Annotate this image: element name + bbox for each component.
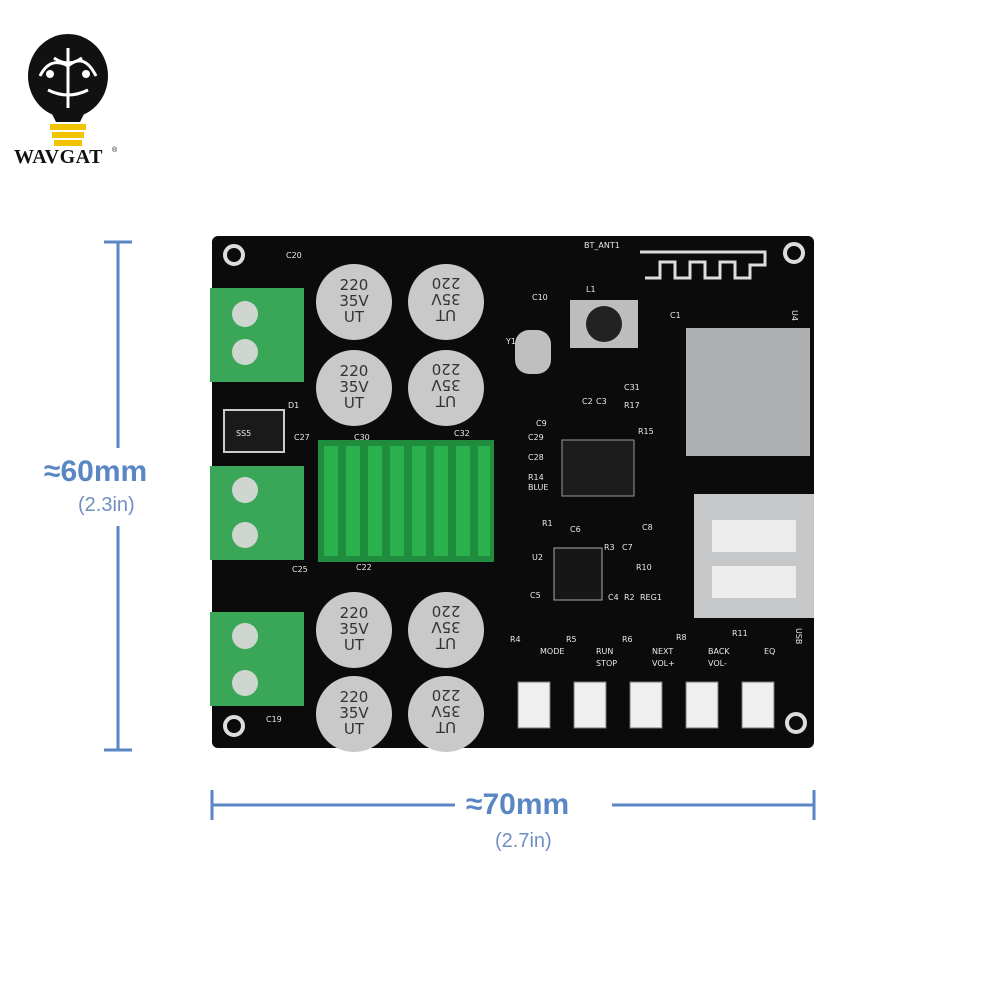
width-dimension-line [210, 790, 816, 820]
antenna-label: BT_ANT1 [584, 241, 620, 250]
button-sub-volup: VOL+ [652, 659, 675, 668]
svg-text:C19: C19 [266, 715, 282, 724]
svg-text:35V: 35V [339, 704, 369, 722]
svg-text:220: 220 [340, 362, 369, 380]
svg-text:R15: R15 [638, 427, 654, 436]
svg-text:R5: R5 [566, 635, 577, 644]
svg-text:R11: R11 [732, 629, 748, 638]
svg-text:C7: C7 [622, 543, 633, 552]
svg-text:C10: C10 [532, 293, 548, 302]
svg-text:35V: 35V [431, 376, 461, 394]
ic-chip [561, 439, 635, 497]
svg-text:UT: UT [435, 718, 456, 736]
terminal-blocks [210, 288, 304, 706]
svg-text:U2: U2 [532, 553, 543, 562]
svg-text:C5: C5 [530, 591, 541, 600]
button-sub-voldown: VOL- [708, 659, 727, 668]
svg-text:R8: R8 [676, 633, 687, 642]
capacitors [316, 264, 484, 752]
svg-text:C9: C9 [536, 419, 547, 428]
voltage-regulator [553, 547, 603, 601]
height-imperial-label: (2.3in) [78, 494, 135, 516]
svg-text:C25: C25 [292, 565, 308, 574]
svg-text:UT: UT [344, 308, 365, 326]
svg-text:35V: 35V [431, 290, 461, 308]
height-dimension-line [104, 240, 132, 752]
svg-text:USB: USB [794, 628, 803, 644]
svg-text:C6: C6 [570, 525, 581, 534]
heatsink [318, 440, 494, 562]
svg-text:220: 220 [340, 276, 369, 294]
svg-text:220: 220 [432, 360, 461, 378]
svg-text:BLUE: BLUE [528, 483, 548, 492]
width-imperial-label: (2.7in) [495, 830, 552, 852]
bluetooth-antenna-trace [640, 250, 767, 280]
svg-text:C4: C4 [608, 593, 619, 602]
svg-text:Y1: Y1 [505, 337, 516, 346]
svg-text:220: 220 [340, 688, 369, 706]
svg-text:UT: UT [435, 306, 456, 324]
svg-text:C31: C31 [624, 383, 640, 392]
svg-text:L1: L1 [586, 285, 596, 294]
svg-text:R10: R10 [636, 563, 652, 572]
svg-text:C27: C27 [294, 433, 310, 442]
svg-text:C1: C1 [670, 311, 681, 320]
mounting-holes [223, 242, 807, 737]
tact-buttons [517, 681, 775, 729]
svg-text:R6: R6 [622, 635, 633, 644]
svg-text:C20: C20 [286, 251, 302, 260]
svg-text:C28: C28 [528, 453, 544, 462]
usb-port [694, 494, 814, 618]
svg-text:C30: C30 [354, 433, 370, 442]
button-label-run: RUN [596, 647, 613, 656]
button-label-eq: EQ [764, 647, 775, 656]
brand-logo-text: WAVGAT [14, 146, 103, 168]
micro-sd-slot [686, 328, 810, 456]
diode-chip [223, 409, 285, 453]
svg-text:R14: R14 [528, 473, 544, 482]
svg-text:C29: C29 [528, 433, 544, 442]
svg-text:D1: D1 [288, 401, 299, 410]
crystal [515, 330, 551, 374]
svg-text:UT: UT [435, 392, 456, 410]
svg-text:35V: 35V [431, 618, 461, 636]
svg-text:35V: 35V [339, 292, 369, 310]
svg-text:35V: 35V [431, 702, 461, 720]
svg-text:REG1: REG1 [640, 593, 662, 602]
button-label-next: NEXT [652, 647, 673, 656]
svg-text:C32: C32 [454, 429, 470, 438]
svg-text:220: 220 [340, 604, 369, 622]
svg-text:UT: UT [344, 636, 365, 654]
svg-text:R2: R2 [624, 593, 635, 602]
svg-text:UT: UT [344, 394, 365, 412]
svg-text:35V: 35V [339, 620, 369, 638]
registered-mark: ® [112, 147, 118, 154]
chip-label: SS5 [236, 429, 251, 438]
svg-text:C3: C3 [596, 397, 607, 406]
brain-bulb-logo-icon [28, 34, 108, 146]
button-sub-stop: STOP [596, 659, 617, 668]
button-label-mode: MODE [540, 647, 564, 656]
svg-text:R3: R3 [604, 543, 615, 552]
svg-text:35V: 35V [339, 378, 369, 396]
svg-text:U4: U4 [790, 310, 799, 321]
svg-text:220: 220 [432, 686, 461, 704]
width-metric-label: ≈70mm [466, 788, 570, 821]
svg-text:UT: UT [435, 634, 456, 652]
svg-text:R1: R1 [542, 519, 553, 528]
svg-text:C2: C2 [582, 397, 593, 406]
svg-text:C22: C22 [356, 563, 372, 572]
button-label-back: BACK [708, 647, 730, 656]
svg-text:220: 220 [432, 602, 461, 620]
svg-text:220: 220 [432, 274, 461, 292]
svg-text:UT: UT [344, 720, 365, 738]
height-metric-label: ≈60mm [44, 455, 148, 488]
svg-text:R17: R17 [624, 401, 640, 410]
capacitor-labels: 220 35V UT 220 35V UT 220 35V UT 220 35V… [339, 276, 369, 738]
svg-text:R4: R4 [510, 635, 521, 644]
capacitor-labels-rotated: UT 35V 220 UT 35V 220 UT 35V 220 UT 35V … [431, 274, 461, 736]
svg-text:C8: C8 [642, 523, 653, 532]
